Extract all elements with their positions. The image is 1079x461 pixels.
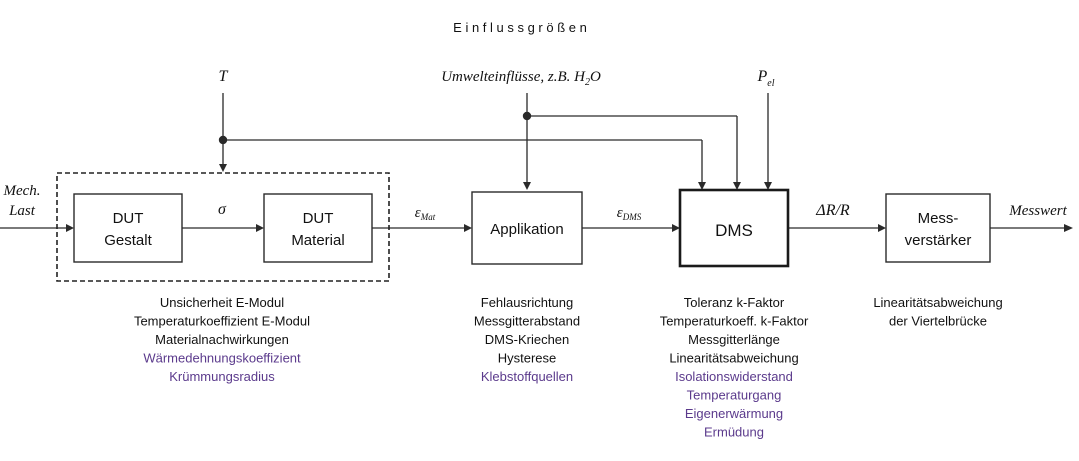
block-dms-label: DMS — [715, 221, 753, 240]
block-applikation: Applikation — [471, 191, 583, 265]
block-dut-material-line1: DUT — [303, 210, 334, 227]
block-dut-gestalt-line2: Gestalt — [104, 232, 152, 249]
block-verstaerker-line2: verstärker — [905, 232, 972, 249]
note-item: Krümmungsradius — [169, 369, 275, 384]
sigma-label: σ — [218, 201, 227, 218]
note-item: Messgitterlänge — [688, 332, 780, 347]
note-item: Eigenerwärmung — [685, 406, 783, 421]
temperature-label: T — [219, 68, 229, 85]
dut-group-frame — [56, 172, 390, 282]
block-dut-gestalt-line1: DUT — [113, 210, 144, 227]
note-item: Temperaturkoeffizient E-Modul — [134, 314, 310, 329]
note-item: DMS-Kriechen — [485, 332, 570, 347]
note-item: Fehlausrichtung — [481, 295, 574, 310]
note-item: Temperaturkoeff. k-Faktor — [660, 314, 809, 329]
notes-messverstaerker: Linearitätsabweichung der Viertelbrücke — [873, 295, 1002, 329]
block-verstaerker-line1: Mess- — [918, 210, 959, 227]
input-label-line1: Mech. — [2, 183, 40, 199]
output-label: Messwert — [1008, 203, 1067, 219]
note-item: Toleranz k-Faktor — [684, 295, 785, 310]
block-applikation-label: Applikation — [490, 221, 563, 238]
note-item: Temperaturgang — [687, 388, 782, 403]
note-item: Hysterese — [498, 351, 557, 366]
note-item: Linearitätsabweichung — [873, 295, 1002, 310]
input-label-line2: Last — [8, 203, 36, 219]
block-dms: DMS — [678, 188, 790, 268]
note-item: Linearitätsabweichung — [669, 351, 798, 366]
note-item: Klebstoffquellen — [481, 369, 573, 384]
power-label: Pel — [757, 68, 775, 89]
note-item: Messgitterabstand — [474, 314, 580, 329]
block-dut-material-line2: Material — [291, 232, 344, 249]
delta-r-label: ΔR/R — [815, 202, 850, 219]
notes-applikation: FehlausrichtungMessgitterabstandDMS-Krie… — [474, 295, 580, 384]
block-dut-material: DUT Material — [263, 193, 373, 263]
note-item: Unsicherheit E-Modul — [160, 295, 284, 310]
environment-label: Umwelteinflüsse, z.B. H2O — [441, 69, 601, 88]
note-item: Materialnachwirkungen — [155, 332, 289, 347]
diagram-title: E i n f l u s s g r ö ß e n — [453, 20, 587, 35]
connection-lines — [0, 93, 1066, 229]
note-item: Isolationswiderstand — [675, 369, 793, 384]
note-item: Ermüdung — [704, 425, 764, 440]
eps-mat-label: εMat — [415, 205, 436, 222]
block-messverstaerker: Mess- verstärker — [885, 193, 991, 263]
note-item: Wärmedehnungskoeffizient — [143, 351, 301, 366]
notes-dut-material: Unsicherheit E-ModulTemperaturkoeffizien… — [134, 295, 310, 384]
note-item: der Viertelbrücke — [889, 314, 987, 329]
junction-node-environment — [522, 111, 532, 121]
eps-dms-label: εDMS — [617, 205, 642, 222]
junction-node-temperature — [218, 135, 228, 145]
arrowheads — [66, 164, 1073, 232]
block-dut-gestalt: DUT Gestalt — [73, 193, 183, 263]
